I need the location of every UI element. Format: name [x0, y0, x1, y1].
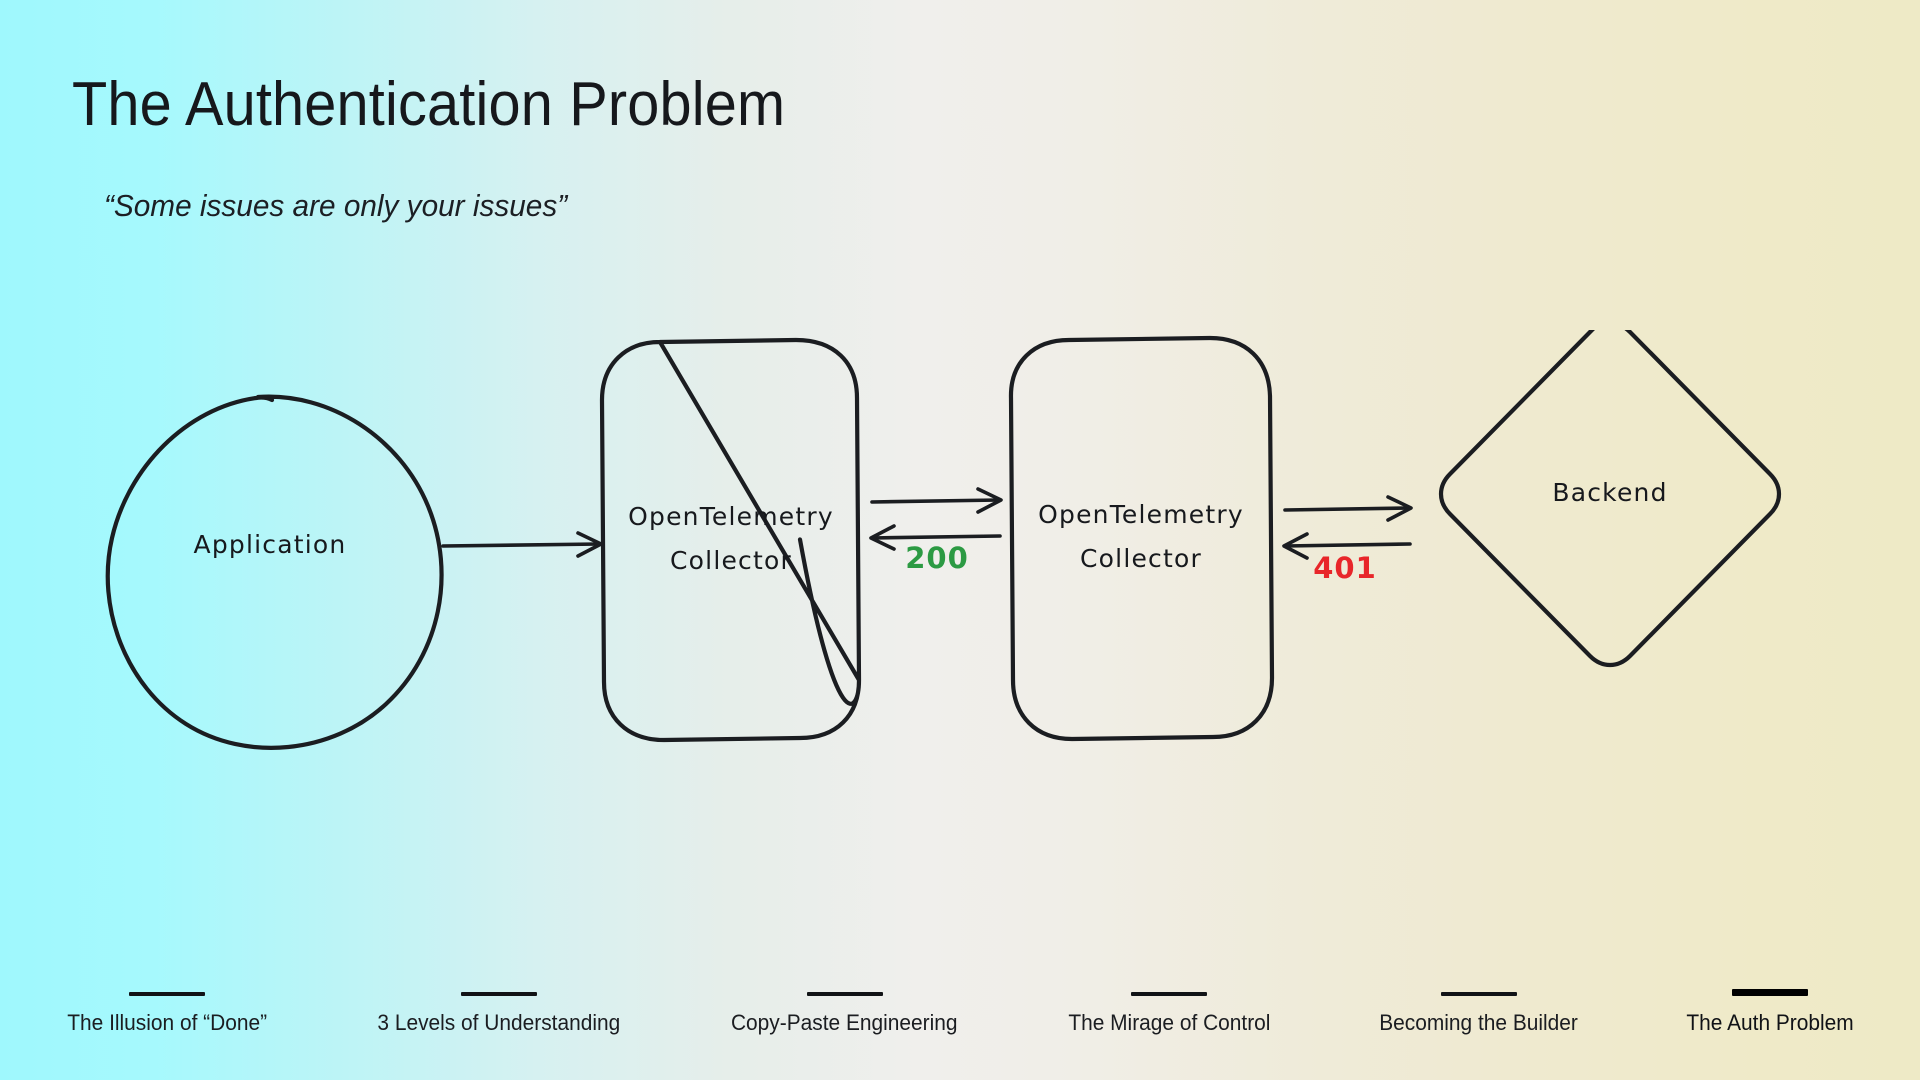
edge-app-to-collector1: [441, 531, 603, 558]
architecture-diagram: Application OpenTelemetry Collector: [0, 330, 1920, 750]
collector1-label-line2: Collector: [670, 546, 792, 575]
node-application[interactable]: Application: [105, 394, 444, 750]
edge-backend-to-collector2: 401: [1282, 532, 1412, 585]
arrowhead-left: [1282, 532, 1309, 560]
nav-item-the-illusion-of-done[interactable]: The Illusion of “Done”: [62, 992, 272, 1036]
edge-collector2-to-backend: [1283, 495, 1413, 522]
nav-item-label: The Auth Problem: [1686, 1010, 1854, 1035]
backend-label: Backend: [1552, 478, 1667, 507]
edge-collector1-to-collector2: [870, 487, 1003, 514]
collector1-label-line1: OpenTelemetry: [628, 502, 834, 531]
arrowhead-right: [976, 487, 1003, 514]
application-label: Application: [194, 530, 347, 559]
collector1-outline: [599, 337, 862, 743]
node-collector-2[interactable]: OpenTelemetry Collector: [1008, 335, 1275, 742]
node-backend[interactable]: Backend: [1438, 330, 1782, 668]
nav-item-the-auth-problem[interactable]: The Auth Problem: [1682, 989, 1858, 1036]
footer-nav: The Illusion of “Done” 3 Levels of Under…: [0, 989, 1920, 1036]
nav-item-becoming-the-builder[interactable]: Becoming the Builder: [1374, 992, 1583, 1036]
arrowhead-left: [869, 524, 896, 551]
nav-item-copy-paste-engineering[interactable]: Copy-Paste Engineering: [725, 992, 963, 1036]
nav-dash: [1440, 992, 1517, 996]
edge-line: [441, 542, 602, 548]
edge-line: [1283, 542, 1412, 548]
arrowhead-right: [1386, 495, 1413, 522]
page-subtitle: “Some issues are only your issues”: [104, 188, 568, 223]
application-circle-outline: [105, 394, 444, 750]
nav-item-label: Copy-Paste Engineering: [731, 1010, 958, 1035]
status-code-401: 401: [1313, 551, 1377, 585]
nav-item-label: The Illusion of “Done”: [67, 1010, 268, 1035]
edge-collector2-to-collector1: 200: [869, 524, 1002, 575]
collector2-label-line2: Collector: [1080, 544, 1202, 573]
nav-dash-active: [1731, 989, 1808, 996]
nav-item-the-mirage-of-control[interactable]: The Mirage of Control: [1063, 992, 1276, 1036]
nav-dash: [460, 992, 537, 996]
page-title: The Authentication Problem: [72, 70, 786, 139]
nav-dash: [129, 992, 206, 996]
nav-dash: [1130, 992, 1207, 996]
edge-line: [1283, 506, 1412, 512]
collector2-outline: [1008, 335, 1275, 742]
status-code-200: 200: [905, 541, 969, 575]
nav-item-label: Becoming the Builder: [1379, 1010, 1578, 1035]
nav-dash: [806, 992, 883, 996]
nav-item-label: The Mirage of Control: [1067, 1010, 1270, 1035]
edge-line: [870, 498, 1002, 504]
backend-diamond-outline: [1438, 330, 1782, 668]
collector2-label-line1: OpenTelemetry: [1038, 500, 1244, 529]
edge-line: [870, 534, 1002, 540]
node-collector-1[interactable]: OpenTelemetry Collector: [599, 337, 862, 743]
nav-item-label: 3 Levels of Understanding: [377, 1010, 621, 1035]
nav-item-3-levels-of-understanding[interactable]: 3 Levels of Understanding: [371, 992, 627, 1036]
